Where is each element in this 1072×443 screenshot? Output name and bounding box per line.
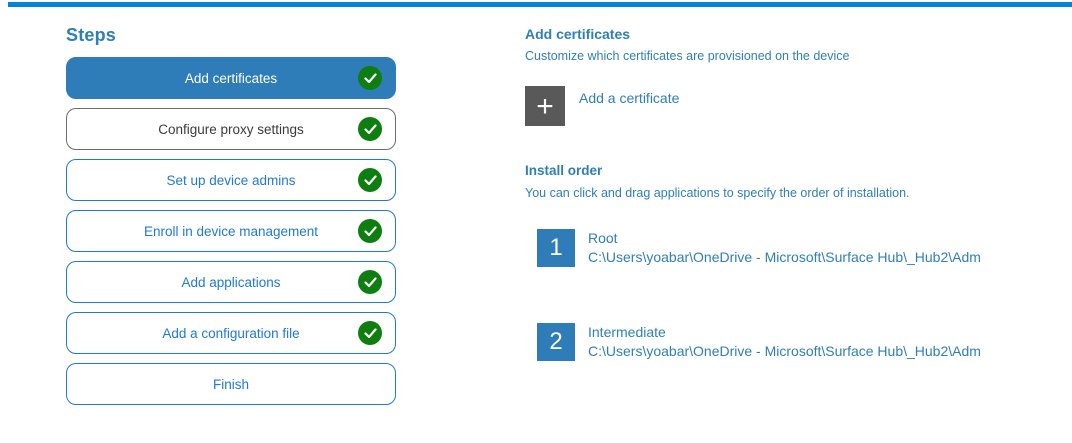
- check-icon: [358, 219, 382, 243]
- certificate-path: C:\Users\yoabar\OneDrive - Microsoft\Sur…: [588, 249, 981, 265]
- check-icon: [358, 117, 382, 141]
- step-finish[interactable]: Finish: [66, 363, 396, 405]
- order-number: 2: [549, 328, 563, 355]
- check-icon: [358, 66, 382, 90]
- step-label: Add applications: [181, 274, 281, 290]
- install-item-info: Intermediate C:\Users\yoabar\OneDrive - …: [588, 323, 981, 361]
- content-panel: Add certificates Customize which certifi…: [525, 0, 1070, 361]
- step-label: Set up device admins: [166, 172, 296, 188]
- step-set-up-device-admins[interactable]: Set up device admins: [66, 159, 396, 201]
- install-item-root[interactable]: 1 Root C:\Users\yoabar\OneDrive - Micros…: [537, 229, 1070, 267]
- certificate-name: Root: [588, 230, 618, 246]
- step-label: Configure proxy settings: [158, 121, 304, 137]
- certificate-path: C:\Users\yoabar\OneDrive - Microsoft\Sur…: [588, 343, 981, 359]
- order-number: 1: [549, 234, 563, 261]
- install-item-info: Root C:\Users\yoabar\OneDrive - Microsof…: [588, 229, 981, 267]
- install-item-intermediate[interactable]: 2 Intermediate C:\Users\yoabar\OneDrive …: [537, 323, 1070, 361]
- step-add-applications[interactable]: Add applications: [66, 261, 396, 303]
- check-icon: [358, 168, 382, 192]
- step-configure-proxy-settings[interactable]: Configure proxy settings: [66, 108, 396, 150]
- install-order-title: Install order: [525, 163, 603, 178]
- add-certificate-row[interactable]: + Add a certificate: [525, 86, 1070, 126]
- order-number-badge: 2: [537, 323, 575, 361]
- install-order-subtitle: You can click and drag applications to s…: [525, 186, 910, 200]
- steps-panel-title: Steps: [66, 25, 117, 45]
- steps-panel: Steps Add certificates Configure proxy s…: [66, 25, 396, 414]
- order-number-badge: 1: [537, 229, 575, 267]
- plus-icon: +: [536, 90, 554, 123]
- top-accent-bar: [8, 2, 1072, 7]
- add-certificate-label: Add a certificate: [579, 90, 680, 106]
- step-add-a-configuration-file[interactable]: Add a configuration file: [66, 312, 396, 354]
- section-subtitle: Customize which certificates are provisi…: [525, 49, 850, 63]
- section-title: Add certificates: [525, 26, 631, 42]
- certificate-name: Intermediate: [588, 324, 666, 340]
- check-icon: [358, 270, 382, 294]
- add-certificate-button[interactable]: +: [525, 86, 565, 126]
- step-enroll-in-device-management[interactable]: Enroll in device management: [66, 210, 396, 252]
- step-add-certificates[interactable]: Add certificates: [66, 57, 396, 99]
- step-label: Enroll in device management: [143, 223, 319, 239]
- check-icon: [358, 321, 382, 345]
- step-label: Add a configuration file: [162, 325, 300, 341]
- step-label: Add certificates: [184, 70, 278, 86]
- step-label: Finish: [212, 376, 249, 392]
